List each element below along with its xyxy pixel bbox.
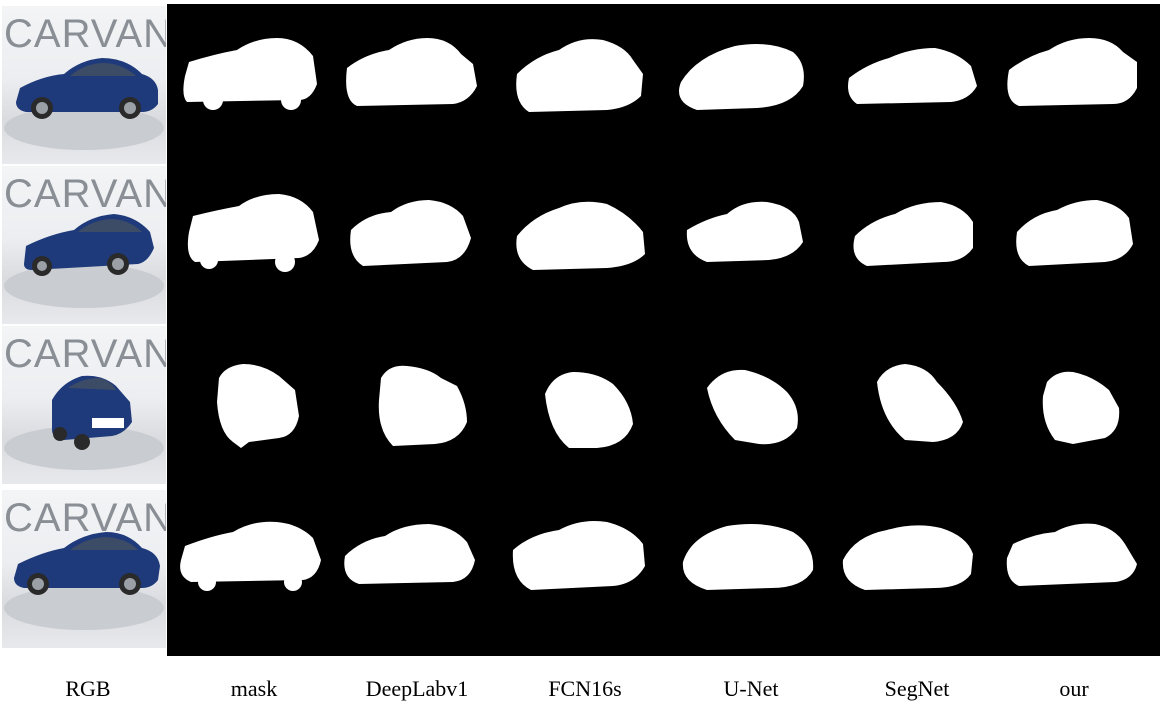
- mask-unet: [682, 524, 814, 590]
- car-photo: [4, 375, 164, 470]
- mask-gt: [183, 38, 317, 102]
- carvana-logo: CARVANA: [4, 12, 166, 56]
- car-photo: [4, 58, 164, 150]
- mask-deeplab: [378, 365, 467, 446]
- column-label-our: our: [1059, 676, 1089, 701]
- carvana-logo: CARVANA: [4, 496, 166, 540]
- car-photo: [4, 532, 164, 630]
- column-label-fcn16s: FCN16s: [548, 676, 622, 701]
- mask-gt: [187, 194, 319, 262]
- carvana-logo: CARVANA: [4, 172, 166, 216]
- mask-our: [1016, 200, 1133, 266]
- mask-unet: [707, 369, 798, 445]
- mask-our: [1006, 523, 1137, 586]
- rgb-image-row-3: CARVANA: [2, 326, 166, 484]
- mask-segnet: [853, 202, 973, 266]
- mask-segnet: [877, 364, 963, 442]
- column-label-segnet: SegNet: [884, 676, 950, 701]
- mask-gt: [180, 521, 321, 582]
- mask-row-1: [183, 38, 1137, 112]
- column-label-rgb: RGB: [65, 676, 111, 701]
- rgb-image-row-2: CARVANA: [2, 166, 166, 324]
- mask-gt-wheel: [284, 573, 302, 591]
- rgb-image-row-1: CARVANA: [2, 6, 166, 164]
- mask-row-2: [187, 194, 1133, 272]
- carvana-logo: CARVANA: [4, 332, 166, 376]
- rgb-image-row-4: CARVANA: [2, 490, 166, 648]
- mask-unet: [679, 44, 804, 110]
- mask-grid: [180, 38, 1137, 591]
- mask-gt: [217, 364, 299, 448]
- mask-gt-wheel: [275, 252, 295, 272]
- mask-fcn: [516, 201, 645, 270]
- mask-deeplab: [350, 200, 471, 266]
- mask-deeplab: [344, 524, 475, 584]
- mask-gt-wheel: [200, 251, 218, 269]
- column-label-mask: mask: [230, 676, 278, 701]
- column-label-unet: U-Net: [723, 676, 779, 701]
- mask-gt-wheel: [281, 90, 301, 110]
- mask-unet: [686, 201, 803, 262]
- mask-gt-wheel: [203, 90, 223, 110]
- mask-row-4: [180, 521, 1137, 591]
- mask-segnet: [842, 525, 973, 590]
- mask-fcn: [516, 39, 643, 112]
- column-label-deeplabv1: DeepLabv1: [365, 676, 469, 701]
- mask-fcn: [545, 372, 633, 448]
- mask-gt-wheel: [198, 573, 216, 591]
- mask-our: [1007, 38, 1137, 106]
- mask-fcn: [512, 521, 645, 590]
- mask-row-3: [217, 364, 1120, 448]
- mask-results-panel: [167, 4, 1160, 656]
- mask-segnet: [848, 48, 977, 104]
- mask-deeplab: [346, 38, 477, 106]
- mask-our: [1042, 371, 1120, 444]
- car-photo: [4, 214, 164, 308]
